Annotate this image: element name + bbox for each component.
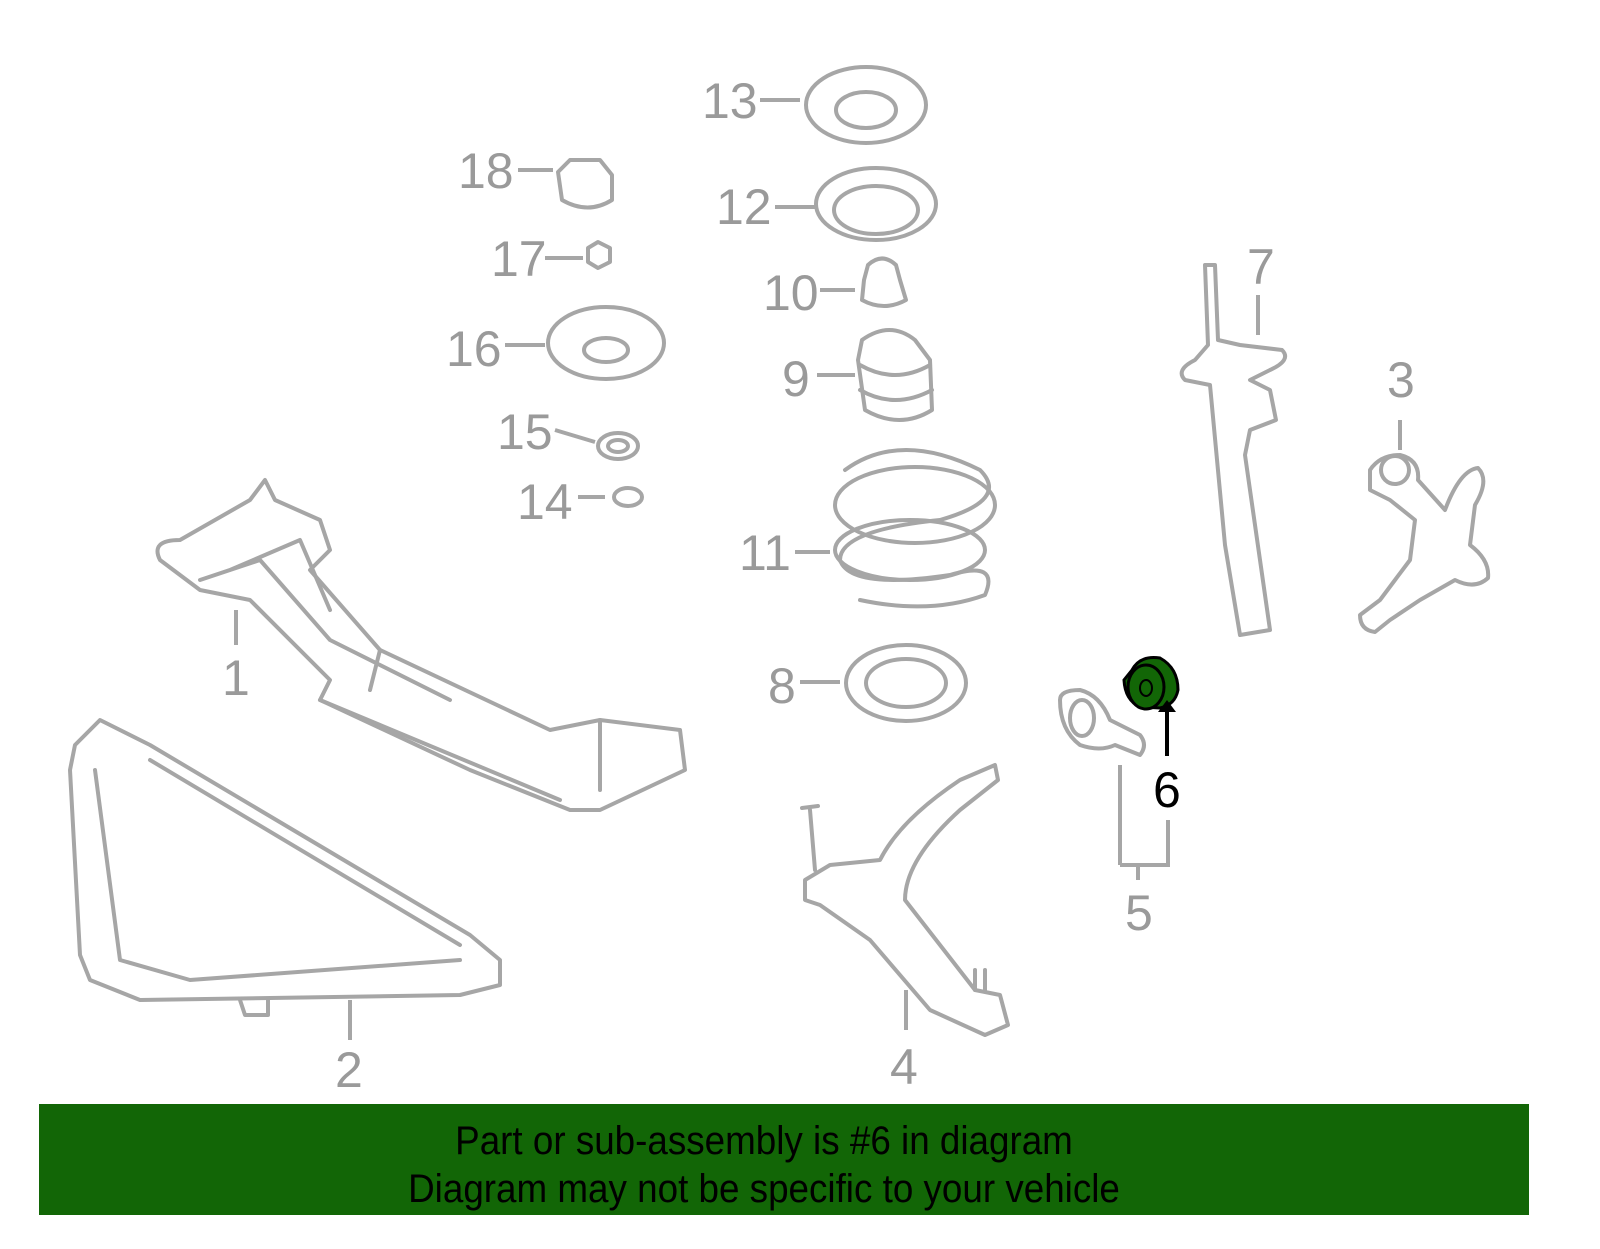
part-11-coil-spring[interactable] <box>833 448 997 609</box>
callout-3[interactable]: 3 <box>1387 352 1415 408</box>
callout-11[interactable]: 11 <box>739 525 791 581</box>
part-5-mount[interactable] <box>1058 688 1146 757</box>
part-6-bushing-highlighted[interactable] <box>1122 656 1180 711</box>
callout-8[interactable]: 8 <box>768 658 796 714</box>
callout-10[interactable]: 10 <box>763 265 819 321</box>
banner-disclaimer: Diagram may not be specific to your vehi… <box>408 1167 1120 1211</box>
callout-5[interactable]: 5 <box>1125 885 1153 941</box>
callout-18[interactable]: 18 <box>458 143 514 199</box>
callout-1[interactable]: 1 <box>222 650 250 706</box>
part-18-cap[interactable] <box>556 158 614 210</box>
callout-13[interactable]: 13 <box>702 73 758 129</box>
leader-lines <box>234 98 1402 1040</box>
part-8-spring-seat[interactable] <box>844 643 968 723</box>
callout-14[interactable]: 14 <box>517 474 573 530</box>
part-9-bump-stop[interactable] <box>856 328 934 422</box>
part-7-strut[interactable] <box>1179 263 1287 637</box>
callout-7[interactable]: 7 <box>1247 239 1275 295</box>
callout-2[interactable]: 2 <box>335 1042 363 1098</box>
info-banner: Part or sub-assembly is #6 in diagram Di… <box>39 1104 1529 1215</box>
part-16-strut-mount[interactable] <box>546 305 666 381</box>
callout-4[interactable]: 4 <box>890 1039 918 1095</box>
callout-17[interactable]: 17 <box>491 231 547 287</box>
part-12-spring-pad[interactable] <box>814 166 938 242</box>
callout-12[interactable]: 12 <box>716 179 772 235</box>
part-13-mount[interactable] <box>804 65 928 145</box>
part-15-bearing[interactable] <box>596 431 640 461</box>
part-1-subframe[interactable] <box>155 478 687 812</box>
callout-9[interactable]: 9 <box>782 351 810 407</box>
part-10-bumper[interactable] <box>860 256 908 308</box>
part-3-knuckle[interactable] <box>1358 453 1491 634</box>
part-2-brace[interactable] <box>68 718 502 1017</box>
part-14-washer[interactable] <box>612 486 644 508</box>
callout-15[interactable]: 15 <box>497 404 553 460</box>
callout-16[interactable]: 16 <box>446 321 502 377</box>
part-4-control-arm[interactable] <box>800 763 1010 1037</box>
banner-part-note: Part or sub-assembly is #6 in diagram <box>455 1119 1073 1163</box>
callout-6[interactable]: 6 <box>1153 762 1181 818</box>
part-17-nut[interactable] <box>586 240 612 270</box>
